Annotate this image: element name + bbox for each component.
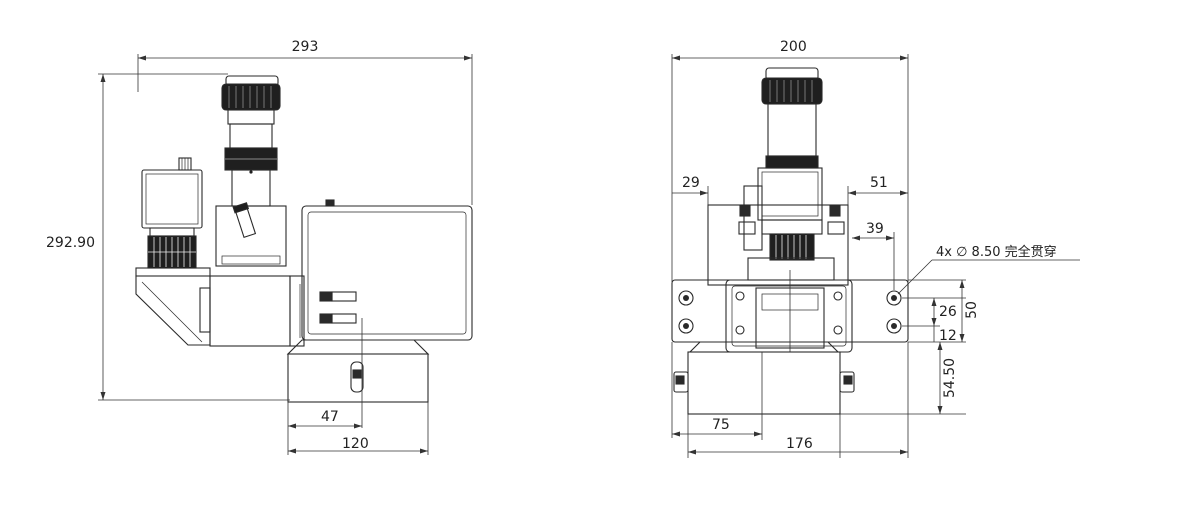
dim-176: 176	[786, 436, 813, 452]
dimension-top-width: 293	[137, 39, 473, 205]
dim-50: 50	[964, 301, 980, 319]
camera-lens	[215, 75, 287, 267]
dimension-front-offsets: 29 51 39	[672, 175, 908, 290]
dim-292-90: 292.90	[46, 235, 95, 251]
front-view: 200	[671, 39, 1080, 458]
dim-75: 75	[712, 417, 730, 433]
side-bracket	[135, 275, 305, 347]
dim-51: 51	[870, 175, 888, 191]
side-controller-box	[301, 199, 473, 341]
front-lens	[757, 67, 823, 221]
dimension-height: 292.90	[46, 73, 290, 401]
dim-47: 47	[321, 409, 339, 425]
dim-120: 120	[342, 436, 369, 452]
dimension-front-top: 200	[671, 39, 909, 282]
dim-200: 200	[780, 39, 807, 55]
dim-39: 39	[866, 221, 884, 237]
side-motor	[135, 157, 211, 277]
dim-12: 12	[939, 328, 957, 344]
side-view: 293 292.90	[46, 39, 473, 455]
front-mount-plate	[671, 270, 909, 353]
dimension-front-right: 26 12 50 54.50	[840, 279, 980, 415]
dim-54-50: 54.50	[942, 358, 958, 398]
dim-26: 26	[939, 304, 957, 320]
hole-note: 4x ∅ 8.50 完全贯穿	[936, 244, 1057, 260]
hole-callout: 4x ∅ 8.50 完全贯穿	[897, 244, 1080, 295]
front-base	[673, 341, 855, 440]
dimension-front-base: 75 176	[671, 342, 909, 458]
dim-293: 293	[292, 39, 319, 55]
front-rear-bracket	[707, 185, 849, 286]
side-base	[286, 318, 430, 428]
dimension-base: 47 120	[287, 402, 429, 455]
dim-29: 29	[682, 175, 700, 191]
